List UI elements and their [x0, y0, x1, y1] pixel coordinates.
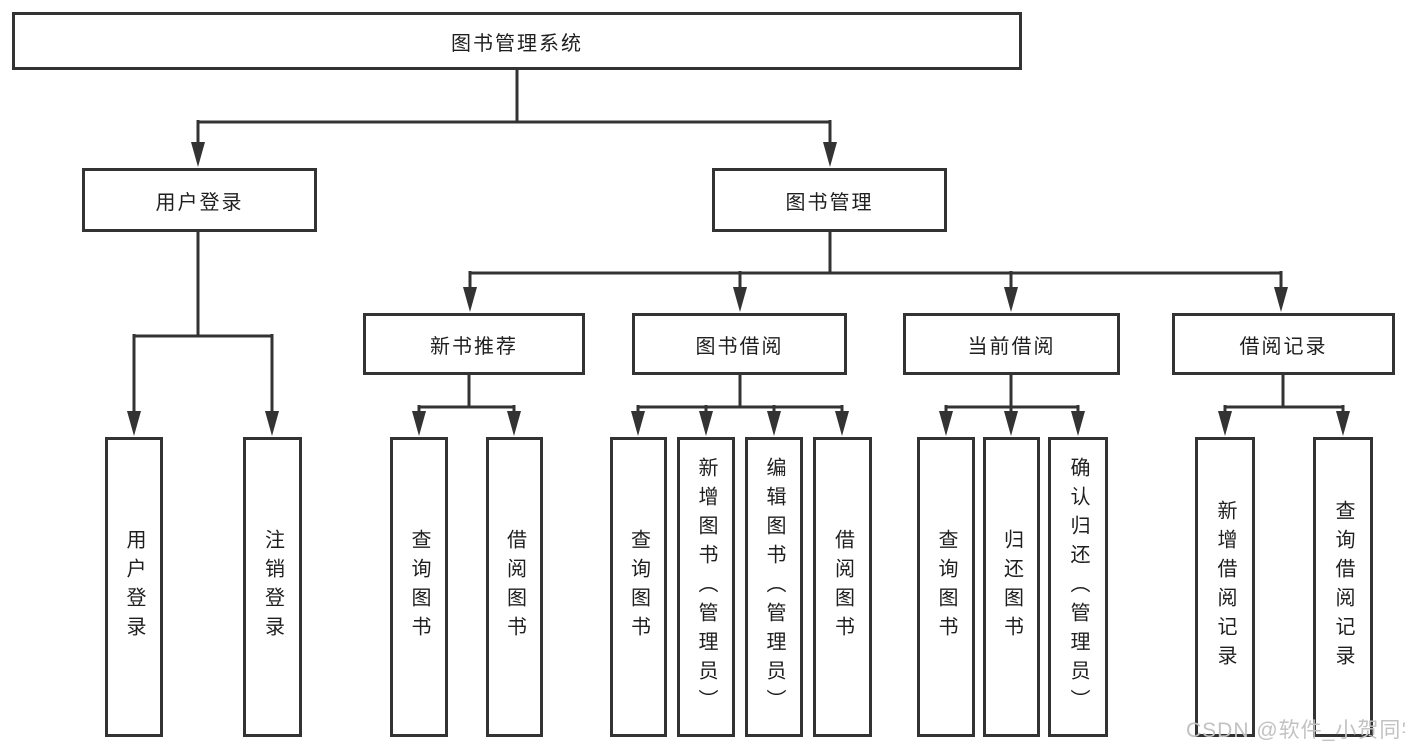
- node-label: 新增图书（管理员）: [695, 456, 717, 718]
- node-label: 用户登录: [155, 191, 244, 214]
- node-label: 借阅图书: [503, 529, 526, 645]
- node-label: 查询图书: [935, 529, 957, 645]
- leaf-borrow-books-2: 借阅图书: [813, 437, 872, 737]
- leaf-edit-books-admin: 编辑图书（管理员）: [745, 437, 803, 737]
- node-label: 新书推荐: [430, 335, 518, 358]
- node-label: 查询图书: [408, 529, 430, 645]
- node-label: 注销登录: [261, 529, 284, 645]
- leaf-query-books-3: 查询图书: [917, 437, 975, 737]
- leaf-query-borrow-record: 查询借阅记录: [1313, 437, 1373, 737]
- node-label: 图书借阅: [695, 335, 784, 358]
- leaf-user-login: 用户登录: [105, 437, 163, 737]
- node-library-management-system: 图书管理系统: [12, 12, 1022, 70]
- node-book-management-branch: 图书管理: [712, 168, 947, 232]
- node-label: 当前借阅: [967, 335, 1056, 358]
- node-book-borrowing: 图书借阅: [632, 313, 847, 375]
- csdn-watermark: CSDN @软件_小贺同学: [1186, 719, 1405, 742]
- leaf-confirm-return-admin: 确认归还（管理员）: [1048, 437, 1108, 737]
- node-label: 新增借阅记录: [1214, 500, 1236, 674]
- node-user-login-branch: 用户登录: [82, 168, 317, 232]
- leaf-add-borrow-record: 新增借阅记录: [1195, 437, 1255, 737]
- node-new-book-recommendation: 新书推荐: [363, 313, 585, 375]
- leaf-query-books-1: 查询图书: [390, 437, 448, 737]
- node-current-borrowing: 当前借阅: [903, 313, 1120, 375]
- leaf-borrow-books-1: 借阅图书: [486, 437, 543, 737]
- node-label: 图书管理系统: [451, 32, 583, 55]
- leaf-logout: 注销登录: [243, 437, 302, 737]
- node-label: 归还图书: [1000, 529, 1023, 645]
- node-label: 借阅记录: [1239, 335, 1328, 358]
- node-label: 查询借阅记录: [1332, 500, 1354, 674]
- node-label: 确认归还（管理员）: [1067, 456, 1089, 718]
- node-label: 查询图书: [627, 529, 650, 645]
- leaf-add-books-admin: 新增图书（管理员）: [677, 437, 735, 737]
- leaf-query-books-2: 查询图书: [610, 437, 667, 737]
- node-label: 编辑图书（管理员）: [763, 456, 785, 718]
- node-label: 借阅图书: [831, 529, 854, 645]
- node-borrowing-records: 借阅记录: [1172, 313, 1395, 375]
- leaf-return-books: 归还图书: [983, 437, 1040, 737]
- node-label: 图书管理: [785, 191, 874, 214]
- node-label: 用户登录: [123, 529, 145, 645]
